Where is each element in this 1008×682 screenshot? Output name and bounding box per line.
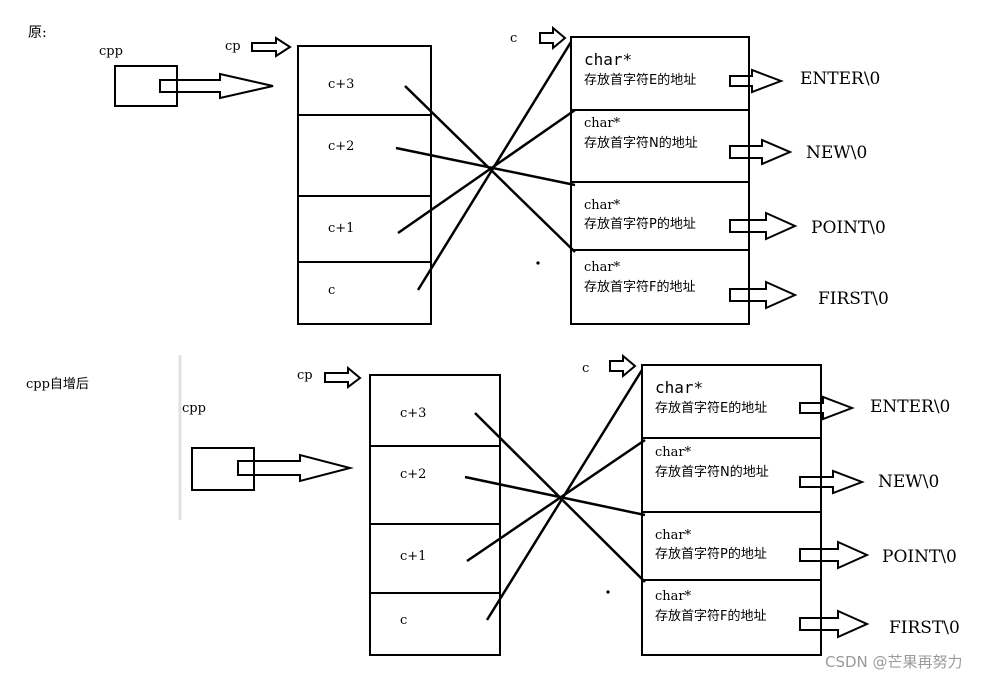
- c2-cell-type-0: char*: [655, 378, 704, 397]
- cp-array-box-2: [369, 374, 501, 656]
- c2-cell-type-3: char*: [655, 589, 692, 604]
- string-0: ENTER\0: [800, 69, 881, 89]
- str-arrow-4: [729, 280, 798, 310]
- string-2-3: FIRST\0: [889, 618, 960, 638]
- c2-cell-type-1: char*: [655, 445, 692, 460]
- label-cp: cp: [225, 39, 241, 54]
- c-cell-desc-1: 存放首字符N的地址: [584, 136, 698, 151]
- cpp-box: [114, 65, 178, 107]
- c-cell-desc-3: 存放首字符F的地址: [584, 280, 696, 295]
- cp-arrow: [251, 36, 292, 58]
- label-cpp-2: cpp: [182, 401, 206, 416]
- label-c-2: c: [582, 361, 590, 376]
- cp-cell-2-2: c+1: [400, 549, 427, 564]
- c-cell-desc-2: 存放首字符P的地址: [584, 217, 696, 232]
- string-2-1: NEW\0: [878, 472, 940, 492]
- c2-cell-desc-0: 存放首字符E的地址: [655, 401, 768, 416]
- str-arrow-2: [729, 138, 793, 166]
- label-cp-2: cp: [297, 368, 313, 383]
- c-arrow-2: [609, 353, 637, 379]
- string-2-0: ENTER\0: [870, 397, 951, 417]
- c2-cell-desc-2: 存放首字符P的地址: [655, 547, 767, 562]
- str-arrow-3: [729, 211, 798, 241]
- c-array-box-2: [641, 364, 822, 656]
- c2-cell-desc-3: 存放首字符F的地址: [655, 609, 767, 624]
- c-cell-type-1: char*: [584, 116, 621, 131]
- c-cell-type-3: char*: [584, 260, 621, 275]
- string-2-2: POINT\0: [882, 547, 957, 567]
- c-cell-type-2: char*: [584, 198, 621, 213]
- c-array-box: [570, 36, 750, 325]
- str-arrow-8: [799, 609, 870, 639]
- cp-cell-2-3: c: [400, 613, 408, 628]
- str-arrow-7: [799, 540, 870, 570]
- c2-cell-desc-1: 存放首字符N的地址: [655, 465, 769, 480]
- str-arrow-6: [799, 469, 865, 495]
- c-cell-desc-0: 存放首字符E的地址: [584, 73, 697, 88]
- str-arrow-1: [729, 68, 784, 94]
- diagram-after: [191, 353, 870, 656]
- label-c: c: [510, 31, 518, 46]
- cp-array-box: [297, 45, 432, 325]
- c-arrow: [539, 25, 567, 51]
- label-cpp: cpp: [99, 44, 123, 59]
- cpp-box-2: [191, 447, 255, 491]
- cp-cell-0: c+3: [328, 77, 355, 92]
- label-original: 原:: [28, 25, 47, 41]
- cp-cell-3: c: [328, 283, 336, 298]
- cp-cell-2-0: c+3: [400, 406, 427, 421]
- watermark: CSDN @芒果再努力: [825, 653, 963, 671]
- c2-cell-type-2: char*: [655, 528, 692, 543]
- diagram-original: [114, 25, 798, 325]
- cp-cell-2-1: c+2: [400, 467, 427, 482]
- cpp-arrow: [159, 72, 274, 100]
- string-2: POINT\0: [811, 218, 886, 238]
- label-after-increment: cpp自增后: [26, 377, 89, 392]
- str-arrow-5: [799, 395, 855, 421]
- c-cell-type-0: char*: [584, 50, 633, 69]
- cp-cell-1: c+2: [328, 139, 355, 154]
- cpp-arrow-2: [237, 453, 354, 483]
- string-1: NEW\0: [806, 143, 868, 163]
- cp-arrow-2: [324, 365, 362, 389]
- cp-cell-2: c+1: [328, 221, 355, 236]
- string-3: FIRST\0: [818, 289, 889, 309]
